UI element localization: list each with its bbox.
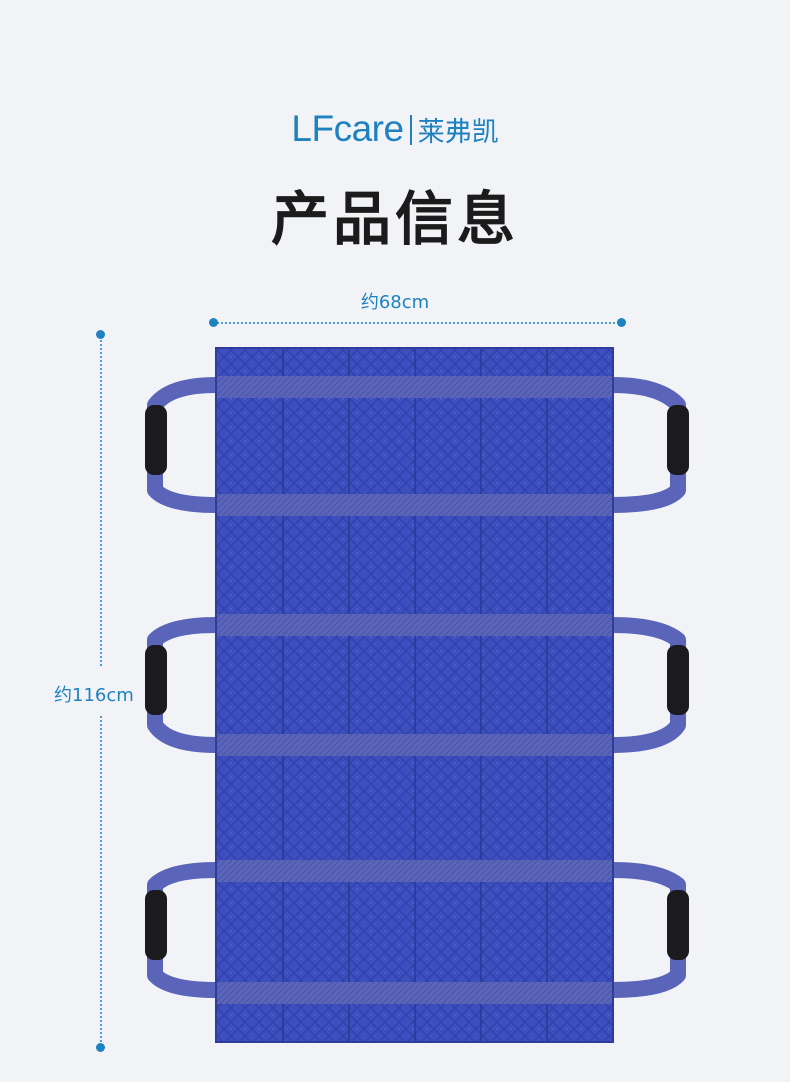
- strap-5: [216, 860, 613, 882]
- width-dimension-line: [214, 322, 622, 324]
- grip-left-top: [145, 405, 167, 475]
- grip-right-top: [667, 405, 689, 475]
- width-dimension-start-dot: [209, 318, 218, 327]
- height-dimension-line-top: [100, 336, 102, 666]
- brand-logo-word: LFcare: [291, 108, 404, 149]
- strap-2: [216, 494, 613, 516]
- grip-right-middle: [667, 645, 689, 715]
- sheet-border: [215, 347, 614, 1043]
- grips: [145, 405, 689, 960]
- grip-right-bottom: [667, 890, 689, 960]
- height-dimension-start-dot: [96, 330, 105, 339]
- height-dimension-label: 约116cm: [54, 685, 134, 706]
- brand-logo: LFcare 莱弗凯: [0, 108, 790, 150]
- strap-1: [216, 376, 613, 398]
- grip-left-bottom: [145, 890, 167, 960]
- width-dimension-end-dot: [617, 318, 626, 327]
- page-title: 产品信息: [270, 185, 519, 253]
- horizontal-straps: [216, 376, 613, 1004]
- brand-separator: [409, 115, 412, 145]
- width-dimension-label: 约68cm: [360, 292, 430, 313]
- vertical-seams: [282, 348, 548, 1042]
- strap-6: [216, 982, 613, 1004]
- strap-4: [216, 734, 613, 756]
- grip-left-middle: [145, 645, 167, 715]
- strap-3: [216, 614, 613, 636]
- brand-logo-cn: 莱弗凯: [417, 117, 499, 148]
- height-dimension-end-dot: [96, 1043, 105, 1052]
- height-dimension-line-bottom: [100, 716, 102, 1046]
